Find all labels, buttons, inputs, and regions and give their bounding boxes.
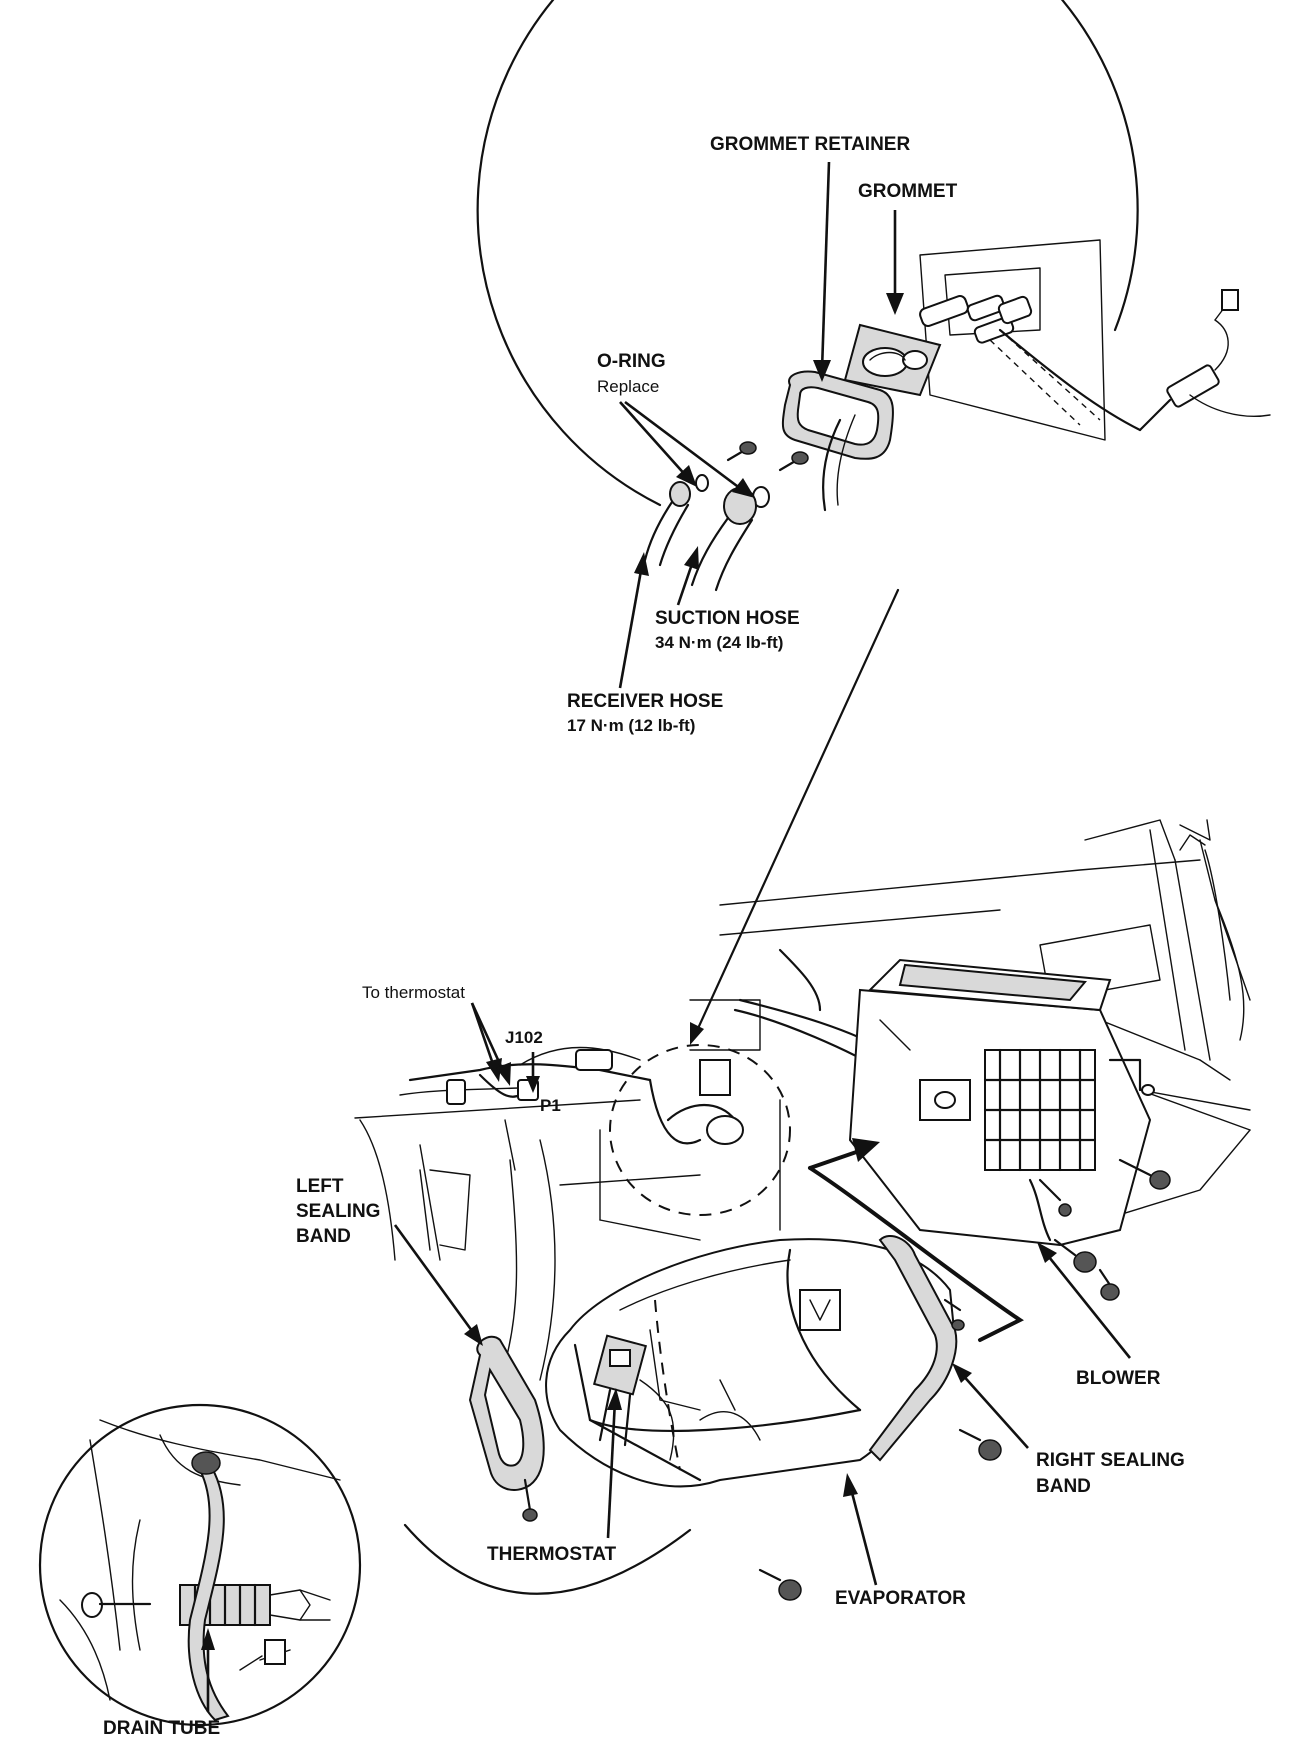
blower-unit <box>848 958 1155 1247</box>
arrows-main <box>201 1002 1132 1712</box>
pipe-fittings <box>919 294 1033 344</box>
label-suction-hose-torque: 34 N·m (24 lb-ft) <box>655 633 783 652</box>
grommet-part <box>843 323 942 397</box>
wiring-harness <box>408 948 902 1171</box>
label-grommet: GROMMET <box>858 181 958 202</box>
label-drain-tube: DRAIN TUBE <box>103 1718 220 1739</box>
label-suction-hose: SUCTION HOSE <box>655 608 800 629</box>
label-to-thermostat: To thermostat <box>362 983 465 1002</box>
evaporator-housing <box>545 1238 957 1488</box>
screws-main <box>758 1158 1171 1601</box>
label-grommet-retainer: GROMMET RETAINER <box>710 134 910 155</box>
label-o-ring: O-RING <box>597 351 666 372</box>
label-left-sealing-band-3: BAND <box>296 1226 351 1247</box>
left-sealing-band <box>468 1335 545 1522</box>
detail-circle-drain <box>38 1403 362 1727</box>
blower-grille <box>983 1048 1097 1172</box>
detail-circle-top <box>476 0 1271 592</box>
thermostat-part <box>592 1334 675 1461</box>
label-left-sealing-band-2: SEALING <box>296 1201 380 1222</box>
label-o-ring-note: Replace <box>597 377 659 396</box>
label-p1: P1 <box>540 1096 561 1115</box>
label-receiver-hose: RECEIVER HOSE <box>567 691 723 712</box>
grommet-retainer-part <box>781 370 894 460</box>
label-evaporator: EVAPORATOR <box>835 1588 966 1609</box>
hoses <box>643 481 757 592</box>
leader-line-top <box>693 588 900 1037</box>
screws-top <box>726 441 809 472</box>
right-sealing-band <box>868 1235 965 1462</box>
label-receiver-hose-torque: 17 N·m (12 lb-ft) <box>567 716 695 735</box>
label-j102: J102 <box>505 1028 543 1047</box>
wire-connector <box>1166 364 1220 408</box>
connector-thermostat-lead <box>446 1079 466 1105</box>
dashed-detail-circle <box>609 1044 791 1216</box>
label-right-sealing-band-2: BAND <box>1036 1476 1091 1497</box>
label-right-sealing-band-1: RIGHT SEALING <box>1036 1450 1185 1471</box>
label-left-sealing-band-1: LEFT <box>296 1176 344 1197</box>
o-rings <box>695 474 770 508</box>
arrows-top <box>618 161 904 689</box>
leader-line-drain <box>403 1523 692 1595</box>
label-blower: BLOWER <box>1076 1368 1161 1389</box>
label-thermostat: THERMOSTAT <box>487 1544 617 1565</box>
connector-j102 <box>575 1049 613 1071</box>
